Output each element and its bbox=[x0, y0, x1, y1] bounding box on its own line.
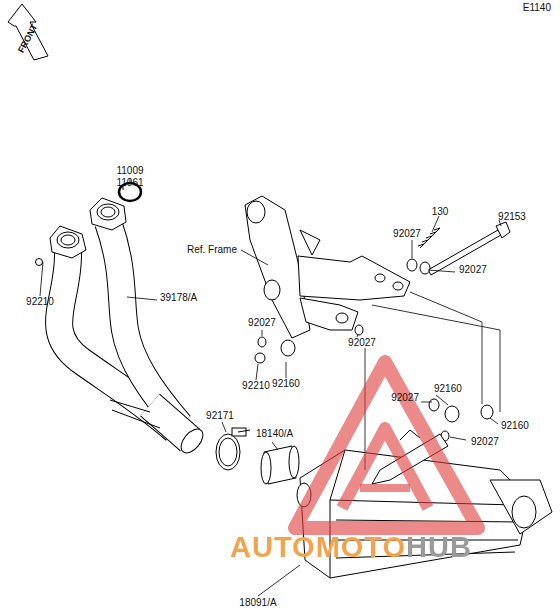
callout-number: 92210 bbox=[241, 380, 271, 391]
callout-number: 92210 bbox=[25, 296, 55, 307]
callout-number: 92027 bbox=[392, 228, 422, 239]
callout-number: 18091/A bbox=[238, 597, 277, 608]
callout-number: 92027 bbox=[390, 392, 420, 403]
reference-label: Ref. Frame bbox=[186, 244, 238, 255]
callout-number: 92171 bbox=[205, 410, 235, 421]
front-arrow bbox=[8, 4, 48, 60]
callout-number: 92160 bbox=[271, 378, 301, 389]
watermark: AUTOMOTOHUB bbox=[230, 532, 472, 564]
callout-number: 18140/A bbox=[255, 428, 294, 439]
callout-number: 92027 bbox=[247, 317, 277, 328]
callout-number: 92027 bbox=[347, 337, 377, 348]
bolts bbox=[255, 222, 510, 441]
callout-number: 92027 bbox=[458, 264, 488, 275]
header-pipe bbox=[36, 198, 208, 457]
callout-number: 11061 bbox=[115, 177, 144, 188]
watermark-logo bbox=[295, 362, 478, 528]
callout-number: 92160 bbox=[500, 420, 530, 431]
frame bbox=[245, 196, 410, 338]
callout-number: 11009 bbox=[115, 165, 144, 176]
callout-number: 92027 bbox=[470, 436, 500, 447]
callout-number: 130 bbox=[431, 206, 450, 217]
callout-number: 39178/A bbox=[159, 292, 198, 303]
clamp bbox=[216, 428, 250, 470]
sleeve bbox=[261, 446, 299, 484]
leader-lines bbox=[40, 178, 501, 596]
drawing-code: E1140 bbox=[522, 2, 552, 13]
callout-number: 92160 bbox=[433, 383, 463, 394]
callout-number: 92153 bbox=[497, 211, 527, 222]
